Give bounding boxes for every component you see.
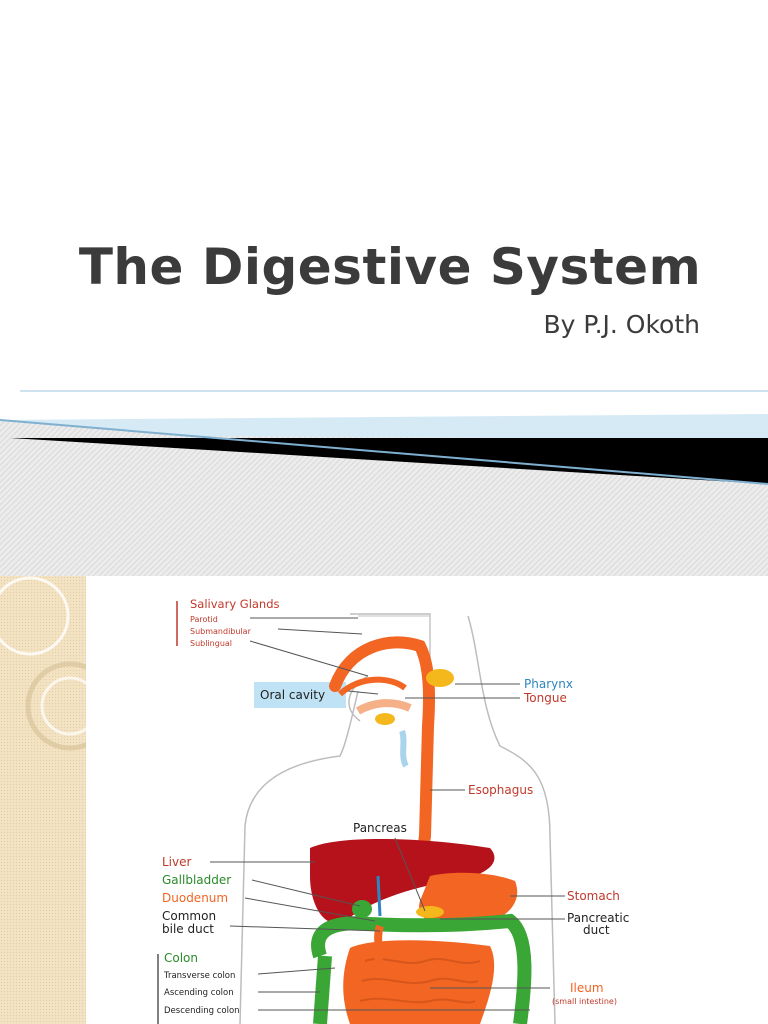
label-duodenum: Duodenum [162, 891, 228, 905]
diagram-slide: Salivary Glands Parotid Submandibular Su… [0, 576, 768, 1024]
sublingual-gland [375, 713, 395, 725]
slide-title: The Digestive System [78, 238, 702, 296]
label-oral-cavity: Oral cavity [260, 688, 325, 702]
label-parotid: Parotid [190, 615, 218, 624]
label-ileum: Ileum [570, 981, 604, 995]
parotid-gland [426, 669, 454, 687]
label-descending-colon: Descending colon [164, 1006, 240, 1016]
decorative-band [0, 390, 768, 576]
label-tongue: Tongue [523, 691, 567, 705]
label-common: Common [162, 909, 216, 923]
label-colon: Colon [164, 951, 198, 965]
title-slide: The Digestive System By P.J. Okoth [0, 238, 768, 576]
pancreas-shape [416, 906, 444, 918]
label-bile-duct: bile duct [162, 922, 214, 936]
label-liver: Liver [162, 855, 192, 869]
label-duct: duct [583, 923, 610, 937]
gallbladder-shape [352, 900, 372, 918]
label-stomach: Stomach [567, 889, 620, 903]
body-outline-right [467, 615, 556, 1024]
label-pharynx: Pharynx [524, 677, 573, 691]
label-sublingual: Sublingual [190, 639, 232, 648]
slide-subtitle: By P.J. Okoth [543, 310, 701, 339]
label-pancreatic: Pancreatic [567, 911, 629, 925]
label-pancreas: Pancreas [353, 821, 407, 835]
label-gallbladder: Gallbladder [162, 873, 231, 887]
label-small-intestine: (small intestine) [552, 997, 617, 1006]
decorative-sidebar [0, 576, 86, 1024]
label-esophagus: Esophagus [468, 783, 533, 797]
stomach-shape [419, 872, 518, 928]
label-ascending-colon: Ascending colon [164, 988, 234, 998]
digestive-diagram: Salivary Glands Parotid Submandibular Su… [157, 597, 629, 1024]
colon-shape [311, 913, 532, 1024]
label-salivary-glands: Salivary Glands [190, 597, 280, 611]
label-transverse-colon: Transverse colon [163, 971, 235, 981]
label-submandibular: Submandibular [190, 627, 252, 636]
